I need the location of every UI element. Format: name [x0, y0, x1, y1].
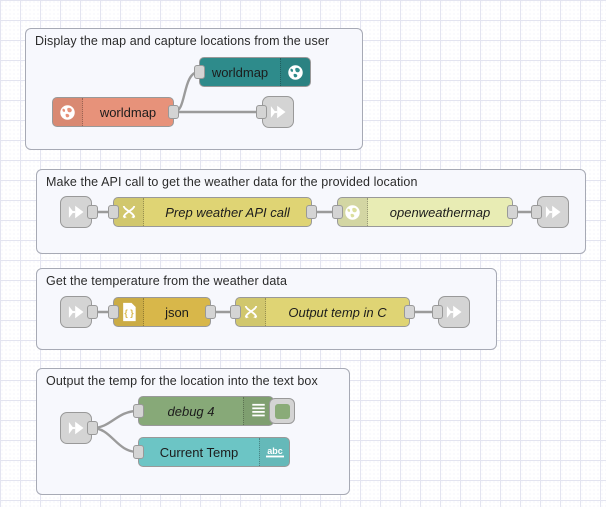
output-port[interactable]	[306, 205, 317, 219]
output-port[interactable]	[87, 305, 98, 319]
node-worldmap-in[interactable]: worldmap	[52, 97, 179, 127]
node-label: Prep weather API call	[165, 204, 290, 220]
node-label: json	[165, 304, 189, 320]
input-port[interactable]	[108, 205, 119, 219]
output-port[interactable]	[168, 105, 179, 119]
globe-icon	[338, 198, 368, 226]
node-label: worldmap	[211, 64, 269, 80]
node-label: debug 4	[167, 403, 215, 419]
node-json[interactable]: { } json	[108, 297, 216, 327]
node-debug-4[interactable]: debug 4	[133, 396, 295, 426]
node-link-in-2[interactable]	[60, 196, 98, 228]
svg-text:{ }: { }	[124, 308, 134, 318]
link-out-icon	[545, 205, 561, 219]
debug-toggle-button[interactable]	[269, 398, 295, 424]
input-port[interactable]	[256, 105, 267, 119]
function-icon	[236, 298, 266, 326]
link-out-icon	[446, 305, 462, 319]
input-port[interactable]	[332, 205, 343, 219]
json-braces-icon: { }	[114, 298, 144, 326]
input-port[interactable]	[133, 404, 144, 418]
group-title: Get the temperature from the weather dat…	[46, 274, 288, 288]
group-title: Make the API call to get the weather dat…	[46, 175, 418, 189]
node-link-in-4[interactable]	[60, 412, 98, 444]
node-label: Output temp in C	[288, 304, 387, 320]
node-link-out-3[interactable]	[432, 296, 470, 328]
link-in-icon	[68, 421, 84, 435]
output-port[interactable]	[87, 205, 98, 219]
globe-icon	[53, 98, 83, 126]
svg-text:abc: abc	[267, 446, 283, 456]
node-openweathermap[interactable]: openweathermap	[332, 197, 518, 227]
input-port[interactable]	[432, 305, 443, 319]
node-label: openweathermap	[389, 204, 491, 220]
input-port[interactable]	[108, 305, 119, 319]
node-worldmap-out[interactable]: worldmap	[194, 57, 311, 87]
input-port[interactable]	[531, 205, 542, 219]
debug-lines-icon	[243, 397, 273, 425]
node-current-temp[interactable]: Current Temp abc	[133, 437, 290, 467]
link-in-icon	[68, 205, 84, 219]
link-out-icon	[270, 105, 286, 119]
link-in-icon	[68, 305, 84, 319]
debug-toggle-indicator	[274, 403, 290, 419]
node-output-temp[interactable]: Output temp in C	[230, 297, 415, 327]
input-port[interactable]	[194, 65, 205, 79]
output-port[interactable]	[205, 305, 216, 319]
group-title: Output the temp for the location into th…	[46, 374, 318, 388]
output-port[interactable]	[87, 421, 98, 435]
group-display-map[interactable]: Display the map and capture locations fr…	[25, 28, 363, 150]
node-label: worldmap	[99, 104, 157, 120]
node-link-in-3[interactable]	[60, 296, 98, 328]
input-port[interactable]	[133, 445, 144, 459]
node-label: Current Temp	[159, 444, 239, 460]
input-port[interactable]	[230, 305, 241, 319]
globe-icon	[280, 58, 310, 86]
function-icon	[114, 198, 144, 226]
output-port[interactable]	[507, 205, 518, 219]
node-prep-weather[interactable]: Prep weather API call	[108, 197, 317, 227]
group-title: Display the map and capture locations fr…	[35, 34, 330, 48]
node-link-out-2[interactable]	[531, 196, 569, 228]
output-port[interactable]	[404, 305, 415, 319]
abc-text-icon: abc	[259, 438, 289, 466]
node-link-out-1[interactable]	[256, 96, 294, 128]
